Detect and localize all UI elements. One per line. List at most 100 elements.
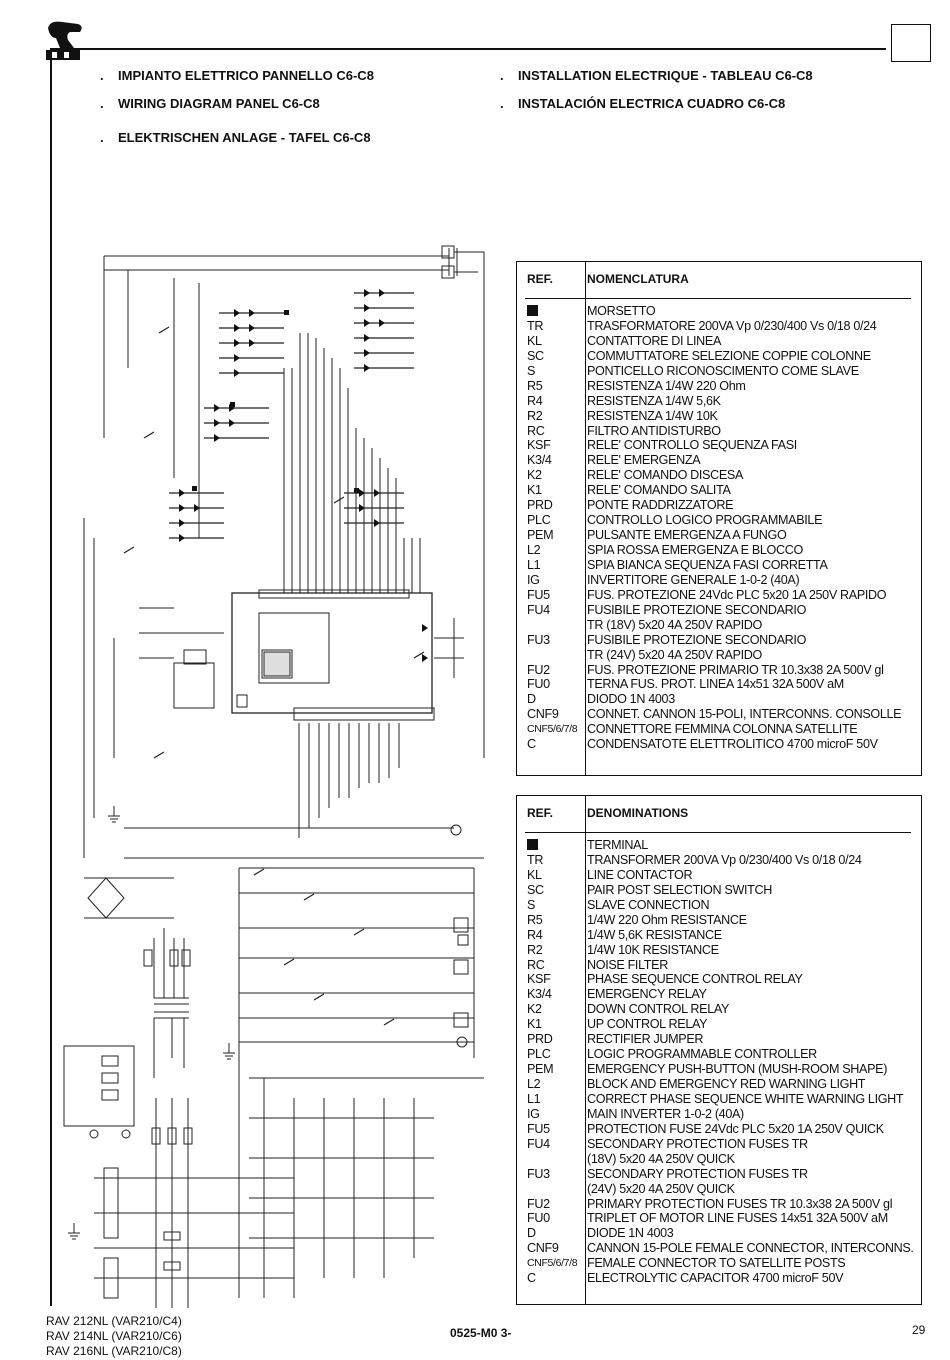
table-row: TERMINAL	[517, 838, 921, 853]
description: TRIPLET OF MOTOR LINE FUSES 14x51 32A 50…	[587, 1211, 888, 1226]
model-line: RAV 216NL (VAR210/C8)	[46, 1344, 182, 1358]
table-row: R5 RESISTENZA 1/4W 220 Ohm	[517, 379, 921, 394]
description: SLAVE CONNECTION	[587, 897, 710, 912]
description: SPIA BIANCA SEQUENZA FASI CORRETTA	[587, 557, 828, 572]
page-number: 29	[912, 1323, 926, 1337]
ref-code: K1	[527, 1017, 542, 1032]
description: RESISTENZA 1/4W 5,6K	[587, 393, 721, 408]
ref-code: K1	[527, 483, 542, 498]
description: FILTRO ANTIDISTURBO	[587, 423, 721, 438]
description: (18V) 5x20 4A 250V QUICK	[587, 1151, 735, 1166]
ref-code: FU0	[527, 677, 550, 692]
header-divider	[525, 298, 911, 299]
description: FUSIBILE PROTEZIONE SECONDARIO	[587, 632, 807, 647]
description: TRASFORMATORE 200VA Vp 0/230/400 Vs 0/18…	[587, 318, 877, 333]
description: RELE' CONTROLLO SEQUENZA FASI	[587, 438, 797, 453]
description: TERNA FUS. PROT. LINEA 14x51 32A 500V aM	[587, 677, 844, 692]
ref-code: L2	[527, 1077, 541, 1091]
ref-code: SC	[527, 882, 544, 897]
ref-code: K2	[527, 468, 542, 483]
table-row: SC COMMUTTATORE SELEZIONE COPPIE COLONNE	[517, 349, 921, 364]
black-square-icon	[527, 839, 538, 850]
description: NOISE FILTER	[587, 957, 668, 972]
ref-code: L2	[527, 543, 541, 557]
description: CANNON 15-POLE FEMALE CONNECTOR, INTERCO…	[587, 1241, 914, 1256]
model-line: RAV 214NL (VAR210/C6)	[46, 1329, 182, 1343]
description: TERMINAL	[587, 838, 648, 852]
ref-code: CNF9	[527, 1241, 559, 1256]
description: MAIN INVERTER 1-0-2 (40A)	[587, 1106, 744, 1121]
ref-code: KSF	[527, 972, 551, 987]
ref-code: FU5	[527, 587, 550, 602]
ref-header: REF.	[527, 272, 554, 286]
ref-code: D	[527, 1226, 536, 1241]
ref-code: PRD	[527, 498, 553, 513]
description: LINE CONTACTOR	[587, 867, 693, 882]
ref-code: PEM	[527, 528, 554, 543]
ref-code: C	[527, 1271, 536, 1286]
ref-code: KSF	[527, 438, 551, 453]
description: RESISTENZA 1/4W 10K	[587, 408, 718, 423]
description: TRANSFORMER 200VA Vp 0/230/400 Vs 0/18 0…	[587, 852, 862, 867]
ref-code: PEM	[527, 1062, 554, 1077]
wiring-diagram	[63, 245, 485, 1308]
description: EMERGENCY PUSH-BUTTON (MUSH-ROOM SHAPE)	[587, 1062, 888, 1077]
ref-header: REF.	[527, 806, 554, 820]
title-english: .WIRING DIAGRAM PANEL C6-C8	[100, 96, 320, 111]
table-row: MORSETTO	[517, 304, 921, 319]
table-row: (18V) 5x20 4A 250V QUICK	[517, 1152, 921, 1167]
description: TR (24V) 5x20 4A 250V RAPIDO	[587, 647, 762, 662]
model-line: RAV 212NL (VAR210/C4)	[46, 1314, 182, 1328]
header-rule	[50, 48, 886, 50]
description: CORRECT PHASE SEQUENCE WHITE WARNING LIG…	[587, 1091, 904, 1106]
description: COMMUTTATORE SELEZIONE COPPIE COLONNE	[587, 348, 871, 363]
ref-code: FU3	[527, 632, 550, 647]
terminal-symbol	[527, 304, 538, 319]
ref-code: SC	[527, 348, 544, 363]
ref-code: FU4	[527, 1136, 550, 1151]
description: CONNETTORE FEMMINA COLONNA SATELLITE	[587, 722, 858, 737]
ref-code: IG	[527, 1106, 540, 1121]
ref-code: K3/4	[527, 453, 552, 468]
table-row: CNF9 CANNON 15-POLE FEMALE CONNECTOR, INT…	[517, 1241, 921, 1256]
ref-code: IG	[527, 572, 540, 587]
ref-code: S	[527, 897, 536, 912]
description: RESISTENZA 1/4W 220 Ohm	[587, 378, 746, 393]
title-german: .ELEKTRISCHEN ANLAGE - TAFEL C6-C8	[100, 130, 371, 145]
ref-code: CNF5/6/7/8	[527, 1257, 578, 1270]
description: RECTIFIER JUMPER	[587, 1032, 704, 1047]
ref-code: R5	[527, 378, 543, 393]
description: RELE' COMANDO SALITA	[587, 483, 731, 498]
ref-code: TR	[527, 318, 544, 333]
table-row: TR (24V) 5x20 4A 250V RAPIDO	[517, 648, 921, 663]
page-marker-box	[891, 24, 931, 62]
denominations-header: DENOMINATIONS	[587, 806, 689, 820]
description: FUS. PROTEZIONE PRIMARIO TR 10.3x38 2A 5…	[587, 662, 884, 677]
description: DIODO 1N 4003	[587, 692, 675, 707]
ref-code: K3/4	[527, 987, 552, 1002]
ref-code: FU3	[527, 1166, 550, 1181]
ref-code: K2	[527, 1002, 542, 1017]
